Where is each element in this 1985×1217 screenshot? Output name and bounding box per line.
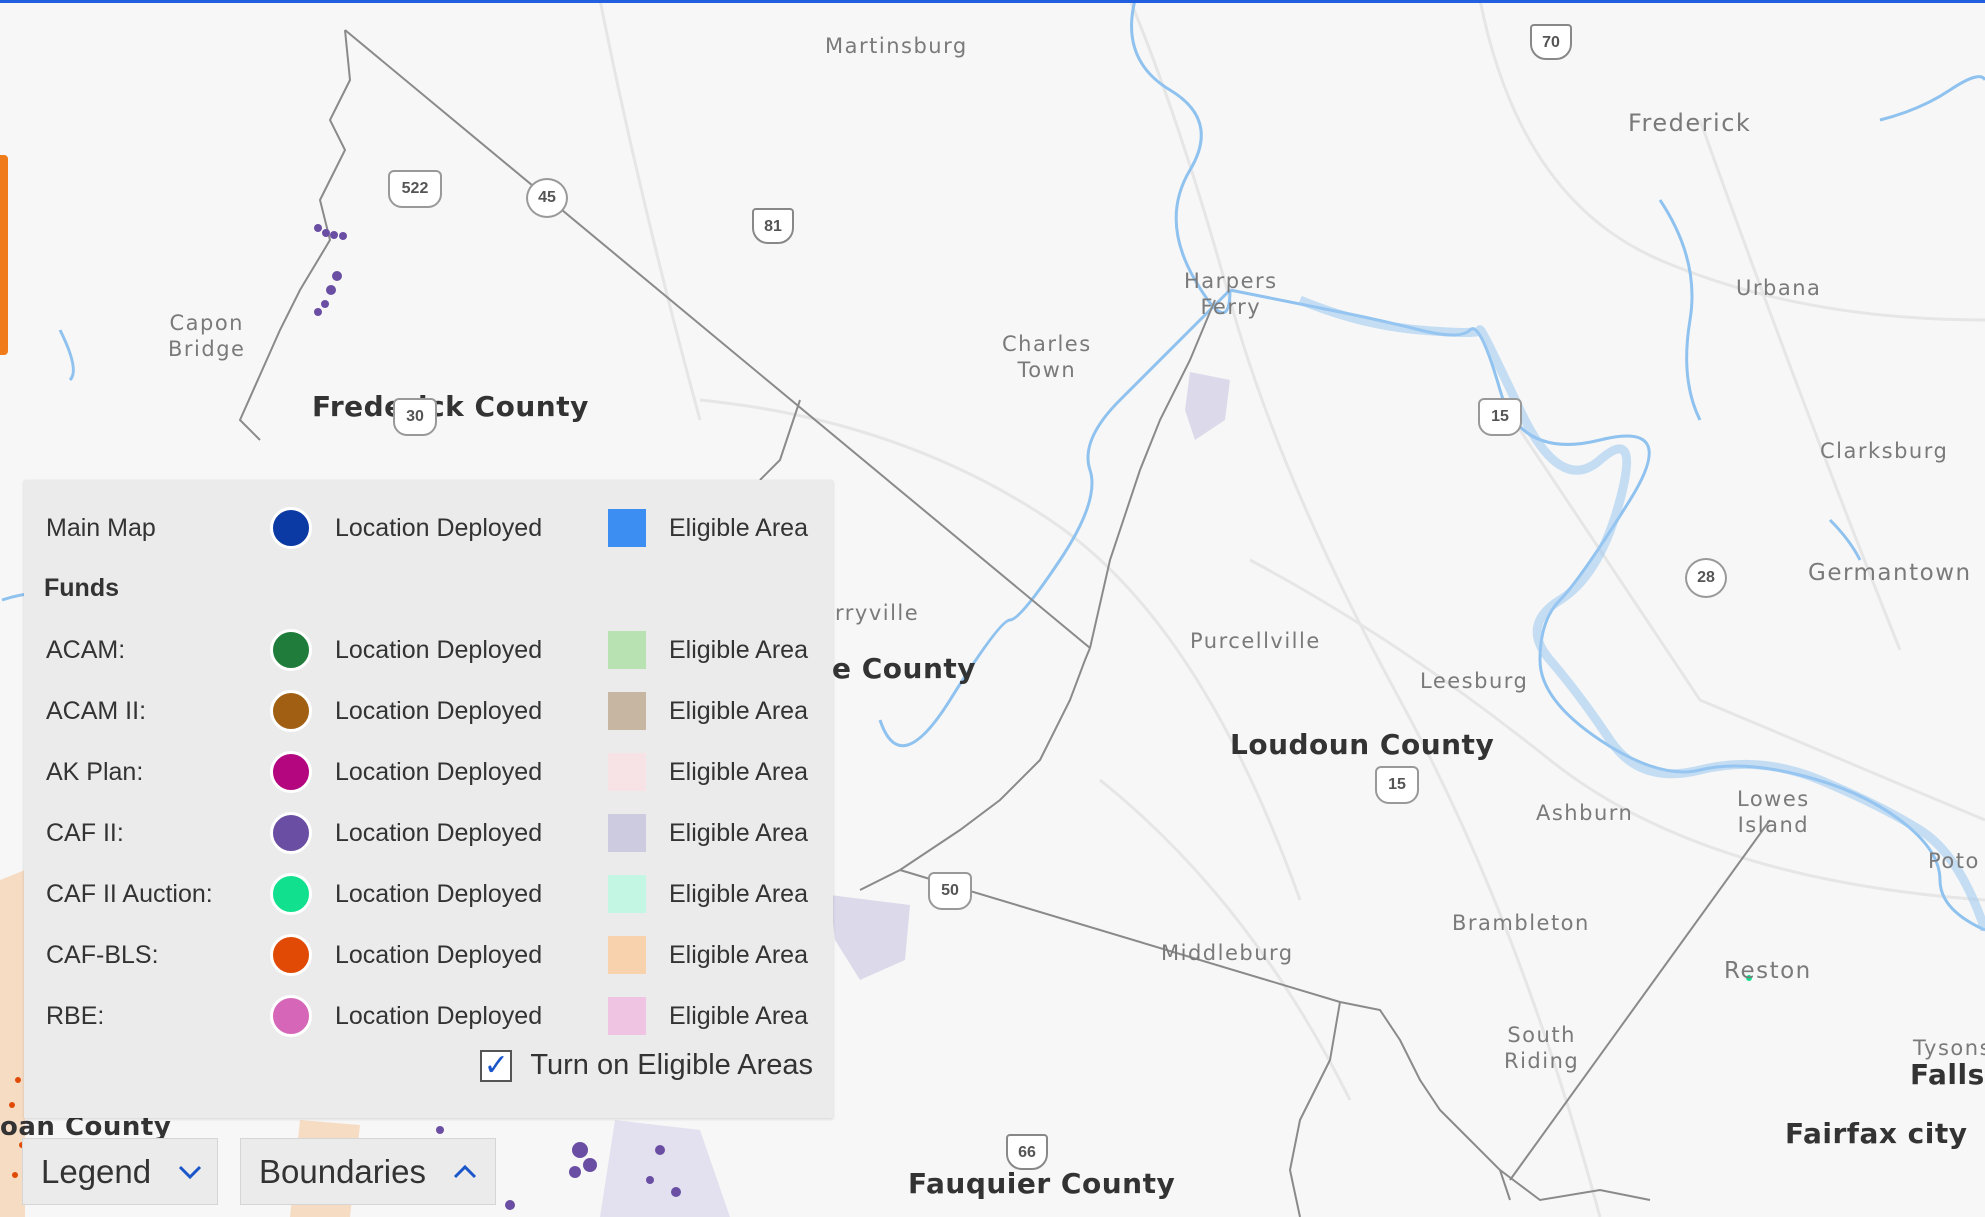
county-label: Frederick County [312, 390, 589, 423]
deployed-dot-icon [270, 629, 312, 671]
interstate-shield: 66 [1006, 1134, 1048, 1170]
interstate-shield: 70 [1530, 24, 1572, 60]
place-label: Ashburn [1536, 801, 1634, 825]
place-label: Tysons [1913, 1036, 1985, 1060]
side-panel-handle[interactable] [0, 155, 8, 355]
deployed-label: Location Deployed [335, 758, 543, 786]
legend-panel: Main Map Location Deployed Eligible Area… [24, 480, 833, 1118]
deployed-dot-icon [270, 507, 312, 549]
deployed-dot-icon [270, 751, 312, 793]
deployed-label: Location Deployed [335, 697, 543, 725]
eligible-swatch-icon [608, 814, 646, 852]
legend-row-fund: ACAM II: Location Deployed Eligible Area [24, 685, 833, 735]
place-label: Capon Bridge [168, 311, 246, 361]
legend-row-label: RBE: [46, 1002, 105, 1030]
eligible-label: Eligible Area [669, 819, 808, 847]
legend-tab-button[interactable]: Legend [22, 1138, 218, 1205]
place-label: Purcellville [1190, 629, 1321, 653]
legend-row-label: CAF II: [46, 819, 124, 847]
place-label: Middleburg [1161, 941, 1294, 965]
county-label: Fauquier County [908, 1167, 1176, 1200]
legend-row-fund: RBE: Location Deployed Eligible Area [24, 990, 833, 1040]
eligible-areas-toggle-label: Turn on Eligible Areas [530, 1049, 813, 1081]
highway-shield: 28 [1685, 558, 1727, 598]
eligible-swatch-icon [608, 753, 646, 791]
place-label: Harpers Ferry [1184, 269, 1278, 319]
legend-row-label: ACAM II: [46, 697, 147, 725]
deployed-label: Location Deployed [335, 1002, 543, 1030]
deployed-dot-icon [270, 873, 312, 915]
place-label: Charles Town [1002, 332, 1092, 382]
county-label: Loudoun County [1230, 728, 1495, 761]
interstate-shield: 81 [752, 208, 794, 244]
deployed-dot-icon [270, 690, 312, 732]
eligible-label: Eligible Area [669, 514, 808, 542]
highway-shield: 15 [1375, 766, 1419, 804]
place-label: Germantown [1808, 560, 1972, 586]
eligible-swatch-icon [608, 631, 646, 669]
highway-shield: 522 [388, 170, 442, 208]
deployed-label: Location Deployed [335, 941, 543, 969]
deployed-dot-icon [270, 934, 312, 976]
highway-shield: 15 [1478, 398, 1522, 436]
place-label: Frederick [1628, 109, 1752, 137]
legend-row-label: ACAM: [46, 636, 126, 664]
place-label: Reston [1724, 958, 1812, 984]
legend-row-fund: CAF II: Location Deployed Eligible Area [24, 807, 833, 857]
boundaries-tab-button[interactable]: Boundaries [240, 1138, 496, 1205]
eligible-label: Eligible Area [669, 1002, 808, 1030]
deployed-label: Location Deployed [335, 636, 543, 664]
eligible-areas-toggle[interactable]: ✓ Turn on Eligible Areas [480, 1049, 813, 1082]
top-accent-line [0, 0, 1985, 3]
legend-row-label: Main Map [46, 514, 156, 542]
eligible-label: Eligible Area [669, 941, 808, 969]
eligible-swatch-icon [608, 875, 646, 913]
funds-heading: Funds [44, 574, 119, 602]
place-label: South Riding [1504, 1023, 1580, 1073]
deployed-dot-icon [270, 812, 312, 854]
deployed-dot-icon [270, 995, 312, 1037]
legend-row-label: AK Plan: [46, 758, 144, 786]
highway-shield: 50 [928, 872, 972, 910]
legend-row-fund: AK Plan: Location Deployed Eligible Area [24, 746, 833, 796]
place-label: Lowes Island [1737, 787, 1810, 837]
place-label: rryville [835, 601, 920, 625]
checkbox-checked-icon[interactable]: ✓ [480, 1049, 513, 1082]
eligible-swatch-icon [608, 692, 646, 730]
place-label: Poto [1928, 849, 1980, 873]
deployed-label: Location Deployed [335, 880, 543, 908]
boundaries-tab-label: Boundaries [259, 1152, 426, 1190]
highway-shield: 45 [526, 178, 568, 218]
place-label: Brambleton [1452, 911, 1590, 935]
county-label: Fairfax city [1785, 1117, 1968, 1150]
legend-row-fund: ACAM: Location Deployed Eligible Area [24, 624, 833, 674]
county-label: Falls [1910, 1058, 1985, 1091]
eligible-label: Eligible Area [669, 758, 808, 786]
county-label: e County [832, 652, 977, 685]
chevron-down-icon [179, 1165, 202, 1179]
eligible-label: Eligible Area [669, 636, 808, 664]
legend-row-fund: CAF II Auction: Location Deployed Eligible… [24, 868, 833, 918]
eligible-label: Eligible Area [669, 880, 808, 908]
eligible-swatch-icon [608, 997, 646, 1035]
place-label: Leesburg [1420, 669, 1529, 693]
place-label: Clarksburg [1820, 439, 1949, 463]
legend-row-label: CAF II Auction: [46, 880, 213, 908]
eligible-swatch-icon [608, 509, 646, 547]
highway-shield: 30 [393, 398, 437, 436]
place-label: Urbana [1736, 276, 1822, 300]
deployed-label: Location Deployed [335, 819, 543, 847]
legend-tab-label: Legend [41, 1152, 152, 1190]
place-label: Martinsburg [825, 34, 968, 58]
eligible-label: Eligible Area [669, 697, 808, 725]
legend-row-main-map: Main Map Location Deployed Eligible Area [24, 502, 833, 552]
eligible-swatch-icon [608, 936, 646, 974]
legend-row-label: CAF-BLS: [46, 941, 159, 969]
deployed-label: Location Deployed [335, 514, 543, 542]
legend-row-fund: CAF-BLS: Location Deployed Eligible Area [24, 929, 833, 979]
chevron-up-icon [453, 1164, 477, 1178]
